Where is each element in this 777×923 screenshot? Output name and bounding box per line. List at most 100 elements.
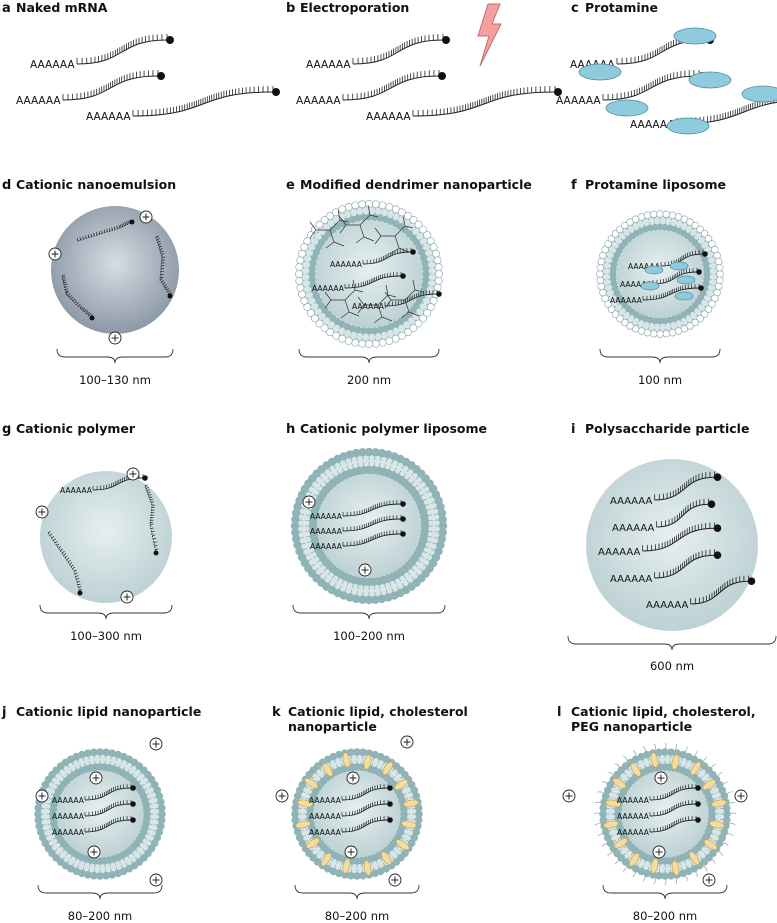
lipid-head — [604, 240, 612, 248]
cap-dot — [153, 550, 159, 556]
panel-g-size: 100–300 nm — [70, 629, 142, 643]
positive-charge-icon — [400, 735, 414, 749]
polya-tail: AAAAAA — [610, 574, 652, 585]
lipid-head — [668, 211, 677, 220]
size-brace — [599, 348, 721, 364]
lipid-head — [359, 213, 368, 221]
lipid-head — [371, 339, 380, 348]
positive-charge-icon — [302, 495, 316, 509]
lipid-head — [421, 259, 429, 267]
lipid-head — [679, 869, 687, 878]
lipid-head — [599, 810, 607, 818]
lipid-head — [716, 270, 724, 278]
lipid-head — [308, 270, 316, 278]
cholesterol-icon — [380, 851, 392, 866]
cholesterol-icon — [605, 799, 621, 808]
lipid-head — [300, 296, 309, 305]
cap-dot — [130, 817, 136, 823]
polya-tail: AAAAAA — [52, 828, 85, 837]
polya-tail: AAAAAA — [628, 262, 661, 271]
lipid-head — [643, 211, 652, 220]
lipid-head — [34, 816, 43, 824]
cholesterol-icon — [650, 858, 659, 874]
lipid-head — [414, 804, 423, 812]
lipid-head — [351, 201, 360, 210]
lipid-head — [429, 296, 438, 305]
lipid-head — [114, 750, 122, 759]
lipid-head — [626, 322, 634, 330]
lipid-head — [157, 822, 165, 830]
positive-charge-icon — [48, 247, 62, 261]
lipid-head — [423, 231, 432, 240]
lipid-head — [72, 752, 81, 761]
panel-b-letter: b — [286, 1, 295, 16]
dendrimer-branch — [357, 284, 397, 324]
mrna-strand: AAAAAA — [86, 86, 280, 123]
strand-bases — [61, 275, 93, 317]
cap-dot — [698, 285, 704, 291]
positive-charge-icon — [346, 771, 360, 785]
cap-dot — [713, 551, 722, 559]
positive-charge-icon — [89, 771, 103, 785]
protamine-icon — [644, 265, 664, 275]
lipid-head — [437, 508, 447, 518]
lipid-head — [377, 594, 387, 604]
lipid-head — [310, 225, 319, 234]
cap-dot — [166, 36, 174, 44]
lipid-head — [359, 748, 367, 757]
protamine-icon — [640, 281, 660, 291]
lipid-head — [661, 748, 669, 756]
mrna-strand: AAAAAA — [612, 498, 716, 534]
lipid-head — [293, 828, 302, 836]
panel-d-title: Cationic nanoemulsion — [16, 177, 176, 192]
lipid-head — [34, 804, 43, 812]
cholesterol-icon — [628, 852, 640, 867]
strand-bases — [602, 70, 700, 100]
mrna-strand: AAAAAA — [310, 500, 406, 521]
mrna-strand: AAAAAA — [330, 248, 416, 269]
cholesterol-icon — [320, 852, 332, 867]
lipid-head — [422, 270, 430, 278]
strand-backbone — [656, 503, 709, 528]
lipid-head — [329, 752, 338, 761]
cap-dot — [713, 473, 722, 482]
cap-dot — [142, 475, 148, 481]
lipid-head — [114, 869, 122, 878]
panel-f-letter: f — [571, 178, 577, 193]
lipid-head — [78, 869, 86, 878]
peg-chain — [702, 756, 708, 763]
positive-charge-icon — [126, 467, 140, 481]
lipid-head — [155, 792, 164, 800]
cholesterol-icon — [650, 752, 659, 768]
polya-tail: AAAAAA — [296, 95, 341, 107]
lipid-head — [90, 871, 98, 880]
positive-charge-icon — [120, 590, 134, 604]
mrna-strand: AAAAAA — [617, 816, 701, 837]
polya-tail: AAAAAA — [610, 496, 652, 507]
strand-bases — [649, 800, 697, 816]
lipid-head — [38, 833, 47, 842]
lipid-head — [621, 221, 629, 230]
cholesterol-icon — [403, 799, 419, 808]
strand-bases — [342, 500, 402, 516]
positive-charge-icon — [275, 789, 289, 803]
lipid-head — [378, 201, 387, 210]
polya-tail: AAAAAA — [598, 547, 640, 558]
mrna-strand: AAAAAA — [52, 784, 136, 805]
cap-dot — [89, 315, 95, 321]
strand-backbone — [652, 271, 698, 285]
lipid-head — [686, 218, 694, 226]
dendrimer-branch — [309, 209, 349, 249]
lipid-head — [320, 324, 329, 333]
mrna-strand: AAAAAA — [610, 471, 722, 507]
lipid-head — [707, 805, 716, 814]
cap-dot — [400, 531, 406, 537]
lipid-head — [383, 593, 393, 602]
panel-l-letter: l — [557, 705, 561, 720]
lipid-head — [391, 334, 400, 343]
lipid-head — [601, 792, 610, 800]
lipid-head — [696, 225, 704, 234]
strand-bases — [144, 484, 159, 550]
mrna-strand: AAAAAA — [309, 784, 393, 805]
